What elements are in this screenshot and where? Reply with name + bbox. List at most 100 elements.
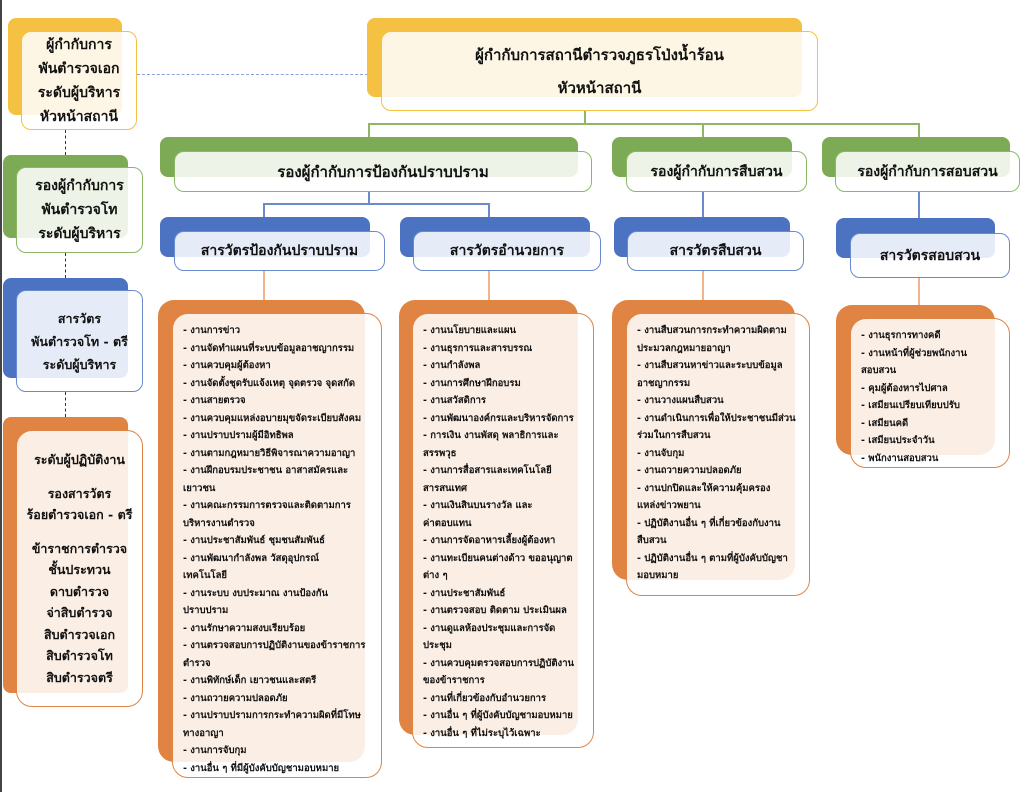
duty-item: - งานธุรการทางคดี <box>861 330 941 341</box>
duty-item: - งานที่เกี่ยวข้องกับอำนวยการ <box>423 692 547 704</box>
duty-item: - งานนโยบายและแผน <box>423 325 517 336</box>
duty-item: ค่าตอบแทน <box>423 517 472 529</box>
duty-item: - เสมียนคดี <box>861 417 909 429</box>
connector <box>488 203 490 217</box>
duty-item: - คุมผู้ต้องหารไปศาล <box>861 382 948 394</box>
rank-box-chief: ผู้กำกับการพันตำรวจเอกระดับผู้บริหารหัวห… <box>21 31 137 130</box>
duty-item: - งานตรวจสอบการปฏิบัติงานของข้าราชการ <box>183 640 366 651</box>
duty-item: แหล่งข่าวพยาน <box>637 500 701 511</box>
connector <box>368 123 919 125</box>
connector <box>702 192 704 217</box>
rank-line: รองผู้กำกับการ <box>35 178 124 194</box>
station-subtitle: หัวหน้าสถานี <box>557 78 642 97</box>
duty-item: - งานจับกุม <box>637 447 685 459</box>
duty-item: - งานรักษาความสงบเรียบร้อย <box>183 622 306 634</box>
connector <box>263 203 265 217</box>
rank-line: สิบตำรวจเอก <box>43 626 116 642</box>
duty-item: - งานพัฒนาองค์กรและบริหารจัดการ <box>423 412 574 424</box>
duty-item: สารสนเทศ <box>423 482 468 494</box>
duty-item: - งานกำลังพล <box>423 360 481 371</box>
duty-item: ประมวลกฎหมายอาญา <box>637 342 731 354</box>
station-title: ผู้กำกับการสถานีตำรวจภูธรโป่งน้ำร้อน <box>475 45 724 64</box>
duty-item: - งานดูแลห้องประชุมและการจัด <box>423 622 556 634</box>
dashed-connector <box>137 74 368 75</box>
duty-item: - งานจัดทำแผนที่ระบบข้อมูลอาชญากรรม <box>183 342 355 354</box>
rank-line: สารวัตร <box>57 310 102 326</box>
duty-item: เทคโนโลยี <box>183 570 227 581</box>
rank-box-operational: ระดับผู้ปฏิบัติงานรองสารวัตรร้อยตำรวจเอก… <box>16 430 143 707</box>
connector <box>918 192 920 218</box>
duty-item: มอบหมาย <box>637 570 679 581</box>
left-edge-border <box>0 0 2 792</box>
duty-item: ตำรวจ <box>183 657 211 669</box>
duty-item: - งานตรวจสอบ ติดตาม ประเมินผล <box>423 605 567 616</box>
rank-line: จ่าสิบตำรวจ <box>46 605 113 620</box>
duty-item: สืบสวน <box>637 535 667 546</box>
duty-item: บริหารงานตำรวจ <box>183 517 255 529</box>
deputy-investigation-box: รองผู้กำกับการสืบสวน <box>626 151 807 192</box>
duty-item: ประชุม <box>423 640 452 651</box>
connector <box>702 123 704 137</box>
duty-item: - งานการจัดอาหารเลี้ยงผู้ต้องหา <box>423 535 556 546</box>
duty-item: - การเงิน งานพัสดุ พลาธิการและ <box>423 430 559 441</box>
duty-item: สอบสวน <box>861 365 897 376</box>
duty-item: - งานควบคุมตรวจสอบการปฏิบัติงาน <box>423 657 575 669</box>
rank-line: ชั้นประทวน <box>48 562 111 577</box>
connector <box>918 123 920 137</box>
duty-item: - งานคณะกรรมการตรวจและติดตามการ <box>183 500 351 511</box>
duty-item: - งานเงินสินบนรางวัล และ <box>423 500 533 511</box>
duty-item: - ปฏิบัติงานอื่น ๆ ตามที่ผู้บังคับบัญชา <box>637 552 788 564</box>
rank-line: ร้อยตำรวจเอก - ตรี <box>26 507 133 522</box>
duty-item: - งานสายตรวจ <box>183 395 246 406</box>
duty-item: - งานวางแผนสืบสวน <box>637 395 724 406</box>
duty-item: - งานปกปิดและให้ความคุ้มครอง <box>637 482 771 494</box>
rank-line: สิบตำรวจตรี <box>46 669 113 685</box>
dashed-connector <box>65 392 66 417</box>
duty-item: - งานประชาสัมพันธ์ <box>423 587 506 599</box>
duty-item: - งานสืบสวนหาข่าวและระบบข้อมูล <box>637 360 783 371</box>
rank-box-inspector: สารวัตรพันตำรวจโท - ตรีระดับผู้บริหาร <box>16 290 143 392</box>
duty-item: - งานพัฒนากำลังพล วัสดุอุปกรณ์ <box>183 552 320 564</box>
duty-item: - งานหน้าที่ผู้ช่วยพนักงาน <box>861 347 967 359</box>
duty-item: - งานอื่น ๆ ที่ไม่ระบุไว้เฉพาะ <box>423 727 541 739</box>
duty-item: - งานปราบปรามผู้มีอิทธิพล <box>183 430 294 441</box>
duty-item: - งานการข่าว <box>183 325 241 336</box>
rank-line: ระดับผู้ปฏิบัติงาน <box>34 452 125 467</box>
duty-item: - เสมียนเปรียบเทียบปรับ <box>861 400 960 411</box>
duty-list-prevention: - งานการข่าว - งานจัดทำแผนที่ระบบข้อมูลอา… <box>172 313 382 778</box>
rank-line: ผู้กำกับการ <box>46 36 112 53</box>
duty-item: - งานสวัสดิการ <box>423 395 487 406</box>
duty-item: - งานอื่น ๆ ที่มีผู้บังคับบัญชามอบหมาย <box>183 762 340 774</box>
duty-list-inquiry: - งานธุรการทางคดี - งานหน้าที่ผู้ช่วยพนัก… <box>850 318 1010 468</box>
connector <box>263 203 489 205</box>
connector <box>263 271 265 300</box>
inspector-investigation-box: สารวัตรสืบสวน <box>627 231 804 271</box>
dashed-connector <box>65 130 66 155</box>
duty-item: อาชญากรรม <box>637 377 691 389</box>
duty-item: ของข้าราชการ <box>423 675 485 686</box>
inspector-inquiry-box: สารวัตรสอบสวน <box>850 233 1010 278</box>
connector <box>918 278 920 305</box>
duty-item: - งานการจับกุม <box>183 745 247 756</box>
connector <box>368 123 370 137</box>
rank-line: ระดับผู้บริหาร <box>37 84 121 101</box>
rank-line: หัวหน้าสถานี <box>39 108 119 125</box>
rank-line: ดาบตำรวจ <box>49 583 110 599</box>
connector <box>368 192 370 203</box>
connector <box>488 271 490 300</box>
rank-line: พันตำรวจโท - ตรี <box>31 333 128 349</box>
duty-item: - งานประชาสัมพันธ์ ชุมชนสัมพันธ์ <box>183 535 325 546</box>
rank-line: พันตำรวจเอก <box>38 60 120 77</box>
duty-item: - งานพิทักษ์เด็ก เยาวชนและสตรี <box>183 675 317 686</box>
duty-item: - งานธุรการและสารบรรณ <box>423 342 533 354</box>
duty-item: - งานถวายความปลอดภัย <box>637 465 742 476</box>
connector <box>584 111 586 123</box>
duty-item: - งานการศึกษาฝึกอบรม <box>423 377 521 389</box>
duty-item: ปราบปราม <box>183 605 229 616</box>
rank-line: พันตำรวจโท <box>41 202 118 218</box>
rank-line: ระดับผู้บริหาร <box>42 356 117 372</box>
station-chief-box: ผู้กำกับการสถานีตำรวจภูธรโป่งน้ำร้อน หัว… <box>381 31 818 111</box>
duty-item: - งานอื่น ๆ ที่ผู้บังคับบัญชามอบหมาย <box>423 710 573 721</box>
inspector-prevention-box: สารวัตรป้องกันปราบปราม <box>174 231 385 271</box>
duty-item: - เสมียนประจำวัน <box>861 435 935 446</box>
